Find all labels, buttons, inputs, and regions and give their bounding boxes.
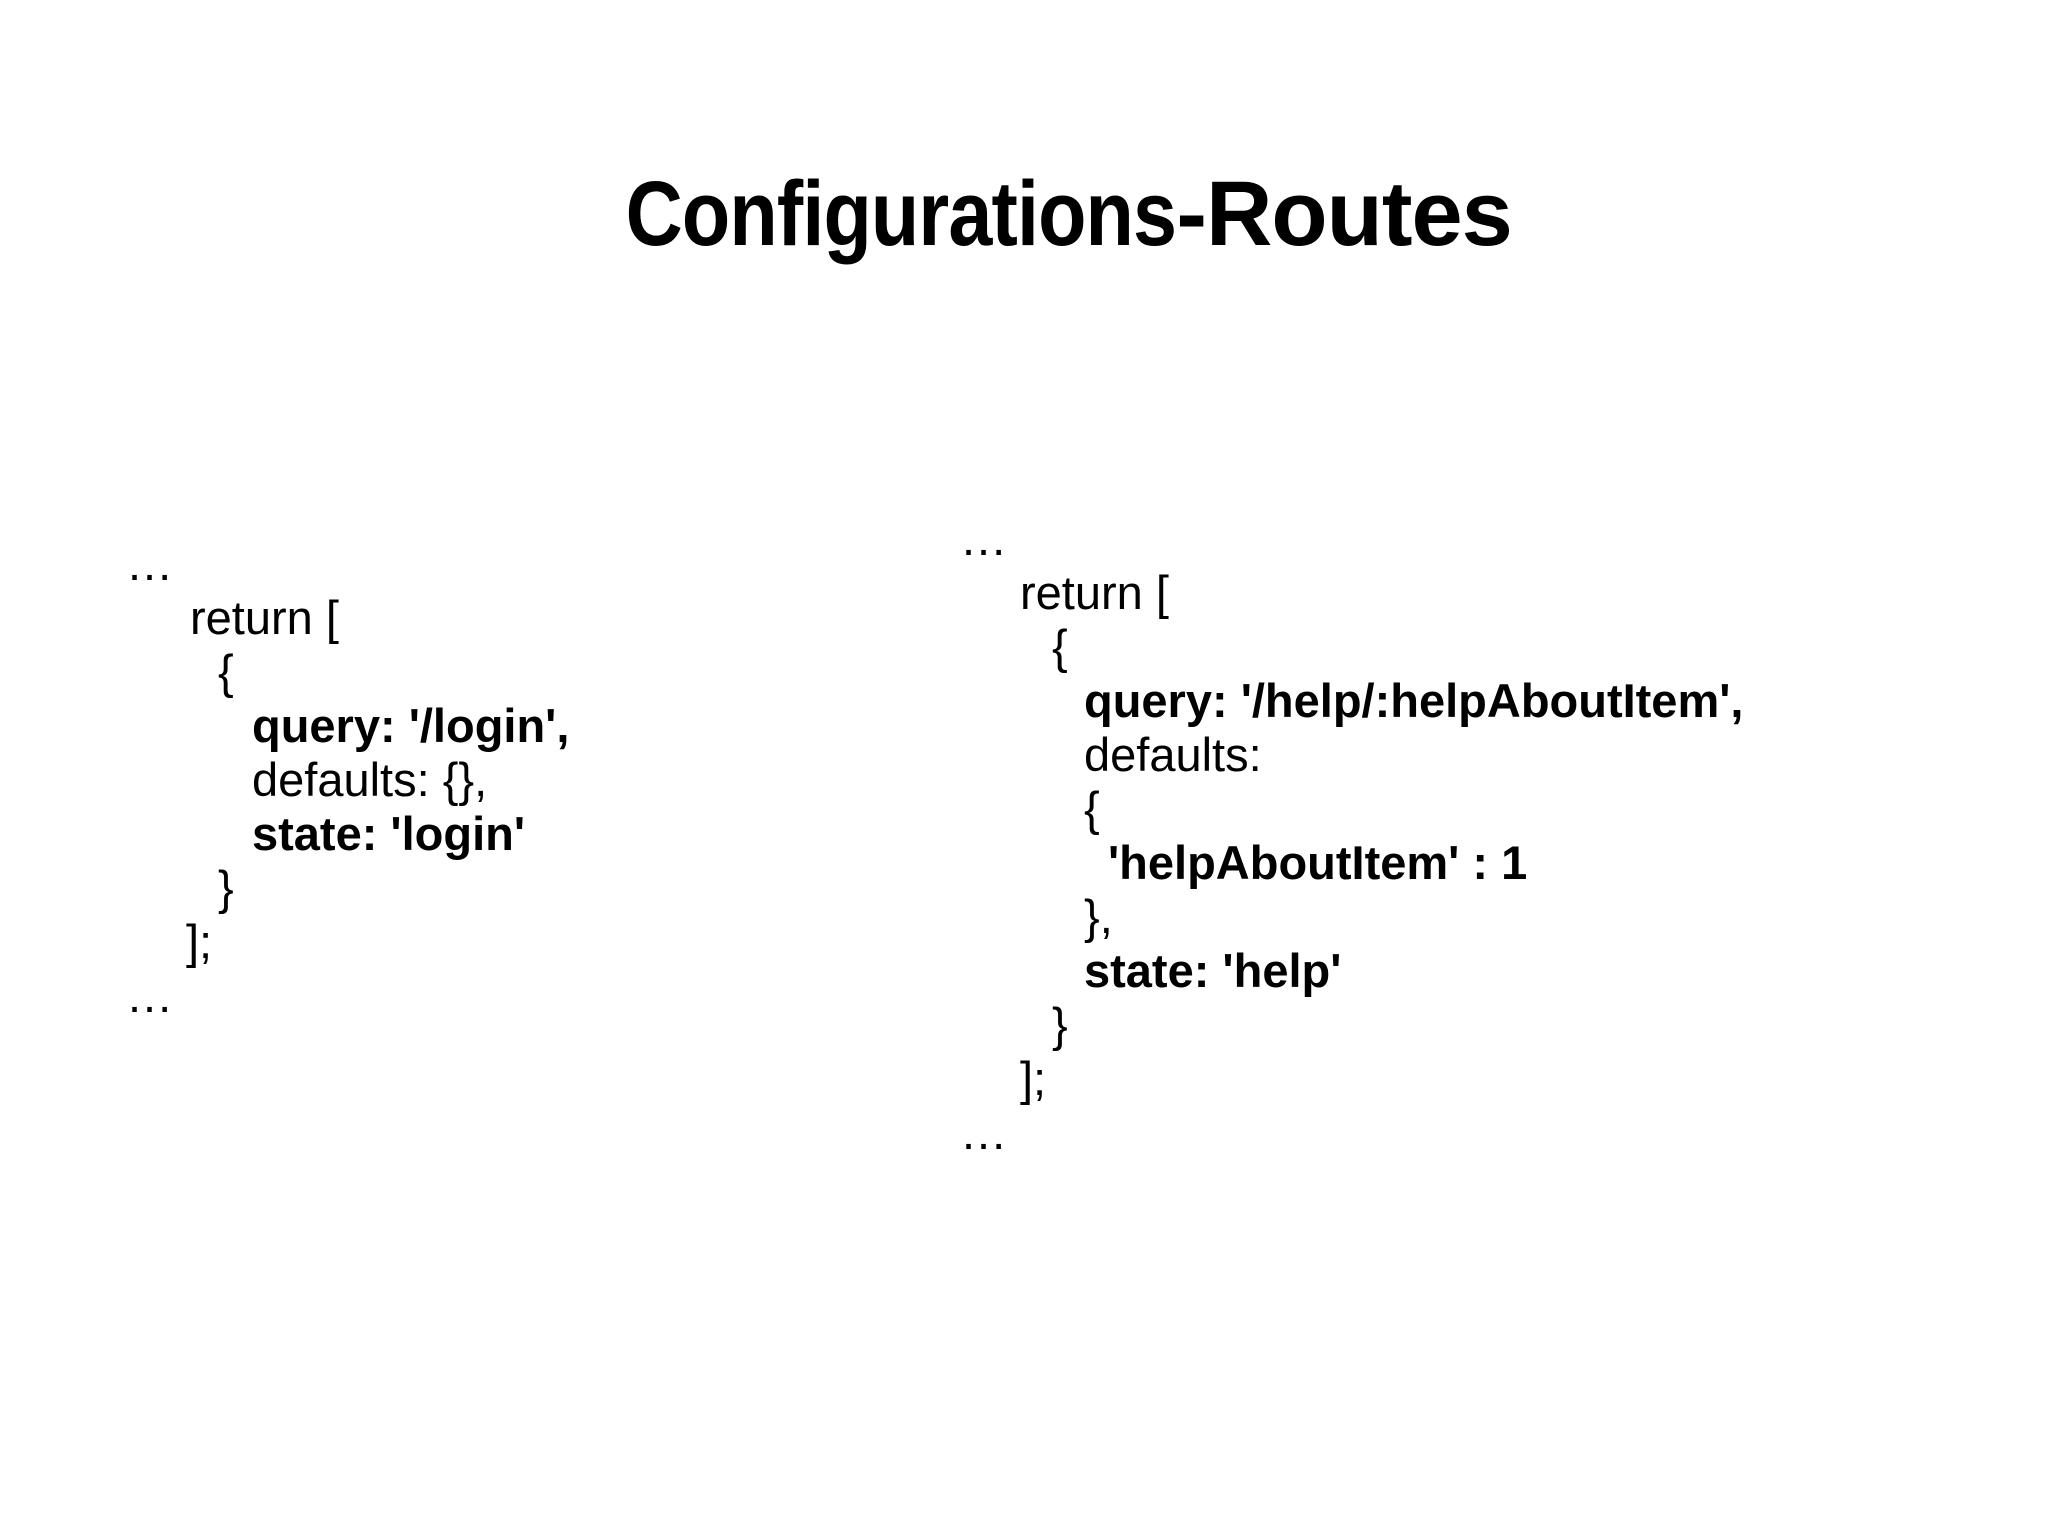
page-title: Configurations - Routes	[0, 168, 2048, 260]
code-block-help: ...return [{query: '/help/:helpAboutItem…	[962, 515, 1743, 1163]
code-line: ];	[1020, 1052, 1047, 1105]
code-block-login: ... return [{ query: '/login',defaults: {}…	[128, 540, 569, 1026]
code-line: },	[1084, 890, 1113, 943]
code-line: ...	[962, 1106, 1008, 1159]
page-title-separator: -	[1176, 163, 1207, 265]
code-line: }	[218, 861, 234, 914]
code-line: }	[1052, 998, 1068, 1051]
code-line: state: 'login'	[252, 807, 526, 860]
code-line: return [	[190, 591, 339, 644]
code-line: ...	[128, 969, 174, 1022]
page-title-tail: Routes	[1205, 163, 1513, 265]
code-line: ];	[186, 915, 213, 968]
code-line: return [	[1020, 566, 1169, 619]
code-line: defaults: {},	[252, 753, 488, 806]
code-line: {	[218, 645, 234, 698]
code-line: query: '/help/:helpAboutItem',	[1084, 674, 1744, 727]
code-line: state: 'help'	[1084, 944, 1342, 997]
page-title-main: Configurations	[625, 163, 1177, 265]
code-line: ...	[962, 512, 1008, 565]
code-line: ...	[128, 537, 174, 590]
code-line: 'helpAboutItem' : 1	[1108, 836, 1528, 889]
code-line: defaults:	[1084, 728, 1262, 781]
code-line: query: '/login',	[252, 699, 570, 752]
code-line: {	[1052, 620, 1068, 673]
code-line: {	[1084, 782, 1100, 835]
